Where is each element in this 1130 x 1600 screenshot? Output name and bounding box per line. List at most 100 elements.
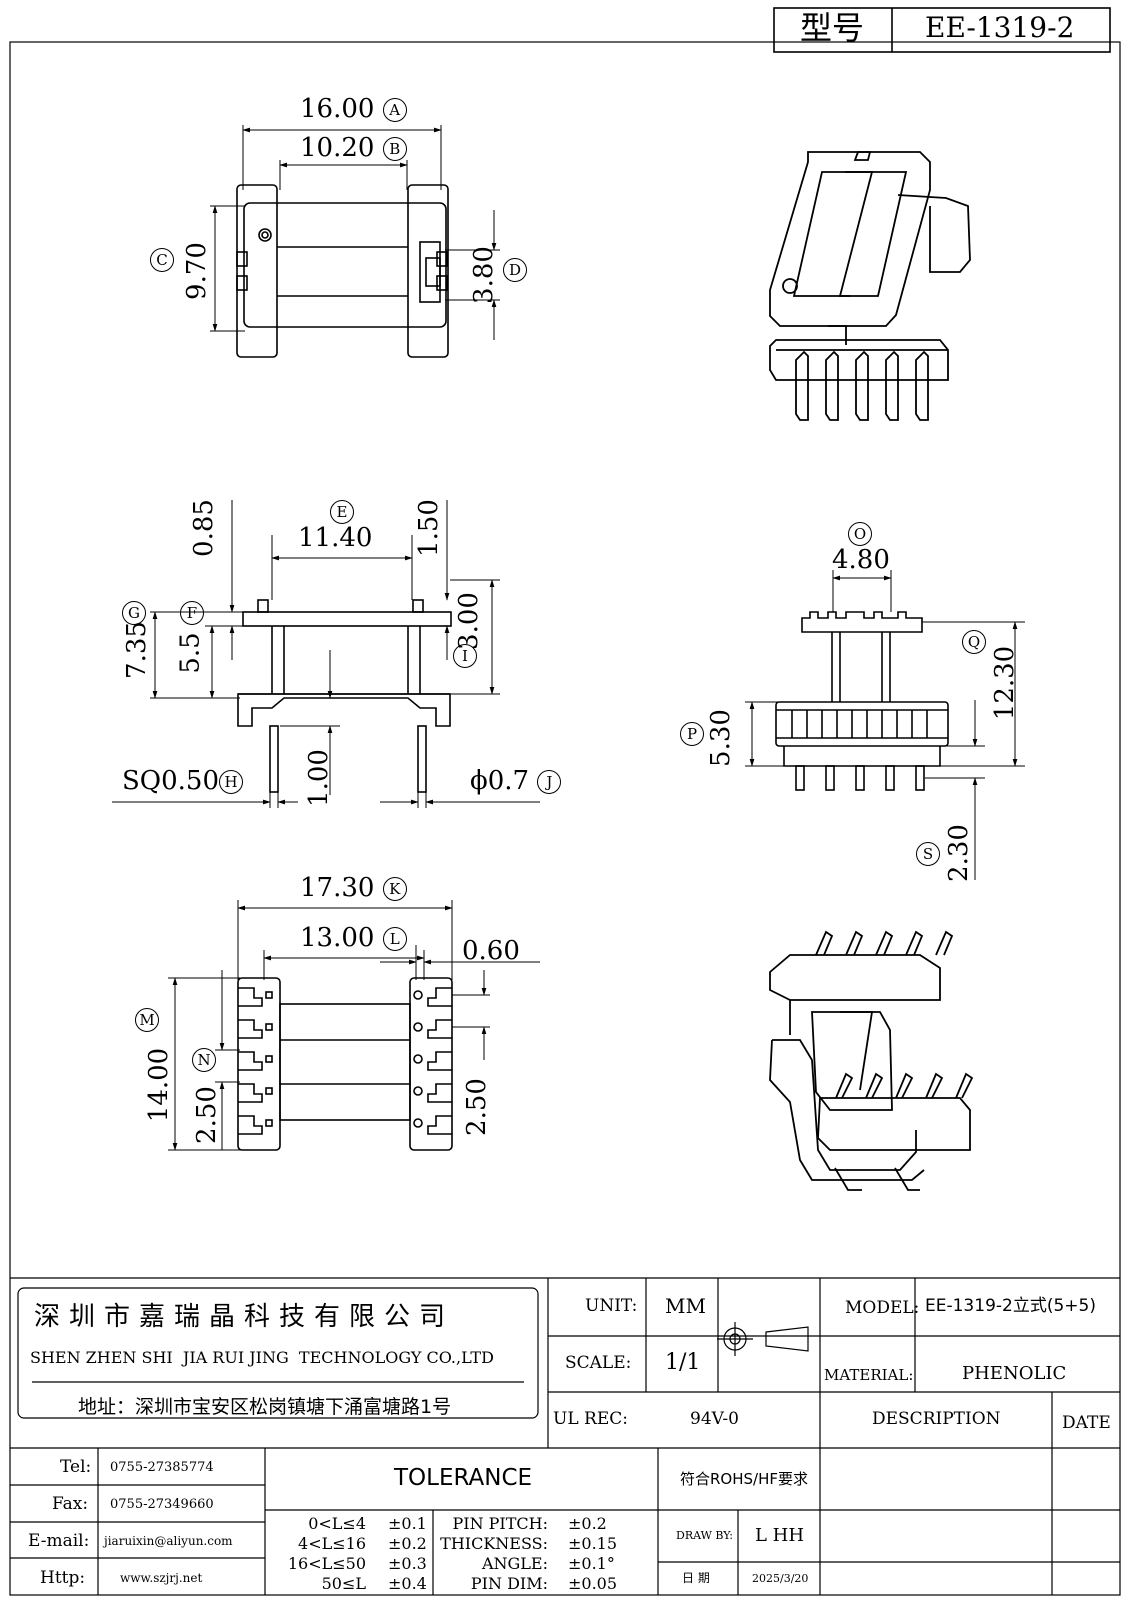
- fax-value: 0755-27349660: [110, 1497, 214, 1512]
- bottom-slot-left: [238, 1115, 263, 1135]
- bottom-pin-mark-right: [413, 1022, 423, 1032]
- tolerance-range-row: 4<L≤16±0.2: [270, 1534, 427, 1554]
- bottom-pin-mark-left: [265, 1055, 273, 1063]
- dim-S-value: 2.30: [943, 824, 974, 882]
- title-label: 型号: [800, 9, 865, 47]
- iso-top-pin: [885, 350, 899, 421]
- ul-value: 94V-0: [690, 1409, 739, 1429]
- bottom-title-block: [10, 1277, 1120, 1595]
- bottom-slot-right: [427, 1083, 452, 1103]
- dim-150: 1.50: [413, 499, 444, 557]
- iso-bottom-pin-mid: [865, 1072, 884, 1099]
- side-view: [237, 599, 452, 793]
- dim-Q-tag: Q: [962, 630, 986, 654]
- email-value: jiaruixin@aliyun.com: [104, 1534, 233, 1548]
- date-label: DATE: [1062, 1413, 1111, 1433]
- http-value: www.szjrj.net: [120, 1571, 203, 1585]
- dim-O-tag: O: [848, 522, 872, 546]
- unit-value: MM: [665, 1294, 706, 1318]
- dim-F-value: 5.5: [175, 632, 206, 674]
- rohs-note: 符合ROHS/HF要求: [680, 1470, 808, 1488]
- dim-Q-value: 12.30: [990, 645, 1021, 721]
- iso-bottom-pin-mid: [835, 1072, 854, 1099]
- company-address: 地址：深圳市宝安区松岗镇塘下涌富塘路1号: [78, 1396, 452, 1418]
- tolerance-value: ±0.1: [388, 1514, 427, 1533]
- bottom-slot-left: [238, 1051, 263, 1071]
- bottom-pin-mark-left: [265, 1023, 273, 1031]
- bottom-slot-right: [427, 987, 452, 1007]
- front-view: [775, 611, 949, 791]
- top-view: [236, 184, 449, 358]
- email-label: E-mail:: [28, 1531, 90, 1551]
- dim-250-right: 2.50: [461, 1078, 492, 1136]
- bottom-pin-mark-right: [413, 1118, 423, 1128]
- dim-M-tag: M: [135, 1008, 159, 1032]
- tolerance-other-row: ANGLE:±0.1°: [440, 1554, 617, 1574]
- dim-P-value: 5.30: [705, 709, 736, 767]
- tolerance-other-row: THICKNESS:±0.15: [440, 1534, 617, 1554]
- dim-M-value: 14.00: [144, 1047, 175, 1123]
- iso-bottom-pin-mid: [895, 1072, 914, 1099]
- bottom-pin-mark-right: [413, 1086, 423, 1096]
- dim-C-tag: C: [150, 248, 174, 272]
- company-name-en: SHEN ZHEN SHI JIA RUI JING TECHNOLOGY CO…: [30, 1348, 494, 1367]
- scale-value: 1/1: [665, 1350, 701, 1375]
- tolerance-range: 50≤L: [321, 1574, 366, 1593]
- dim-P-tag: P: [680, 722, 704, 746]
- title-block: [773, 7, 1111, 53]
- tolerance-label: ANGLE:: [481, 1554, 548, 1573]
- tolerance-range-row: 16<L≤50 ±0.3: [270, 1554, 427, 1574]
- front-pin: [915, 765, 925, 791]
- front-pin: [855, 765, 865, 791]
- scale-label: SCALE:: [565, 1353, 632, 1373]
- date-cn-label: 日 期: [682, 1571, 710, 1585]
- tolerance-value: ±0.3: [388, 1554, 427, 1573]
- date-value: 2025/3/20: [752, 1572, 809, 1585]
- iso-bottom-pin-mid: [955, 1072, 974, 1099]
- isometric-view-top: [769, 151, 971, 421]
- title-model: EE-1319-2: [925, 11, 1075, 44]
- bottom-view: [237, 977, 453, 1151]
- tolerance-other-row: PIN DIM:±0.05: [440, 1574, 617, 1594]
- drawing-frame: [9, 41, 1121, 1596]
- draw-by-label: DRAW BY:: [676, 1529, 733, 1542]
- iso-top-pin: [795, 350, 809, 421]
- dim-L: 13.00 L: [300, 925, 407, 951]
- dim-I-tag: I: [453, 644, 477, 668]
- tolerance-range-row: 50≤L ±0.4: [270, 1574, 427, 1594]
- dim-D-value: 3.80: [468, 246, 499, 304]
- ul-label: UL REC:: [553, 1409, 628, 1429]
- model-label: MODEL:: [845, 1298, 920, 1318]
- iso-bottom-pin-top: [815, 930, 834, 956]
- tolerance-range: 4<L≤16: [298, 1534, 366, 1553]
- tolerance-label: PIN PITCH:: [452, 1514, 548, 1533]
- dim-O-value: 4.80: [832, 545, 890, 575]
- tolerance-range: 16<L≤50: [287, 1554, 366, 1573]
- dim-I-value: 3.00: [453, 592, 484, 650]
- front-pin: [885, 765, 895, 791]
- tolerance-label: THICKNESS:: [440, 1534, 548, 1553]
- bottom-slot-right: [427, 1019, 452, 1039]
- iso-bottom-pin-mid: [925, 1072, 944, 1099]
- dim-S-tag: S: [916, 842, 940, 866]
- bottom-slot-left: [238, 1019, 263, 1039]
- bottom-slot-right: [427, 1051, 452, 1071]
- model-value: EE-1319-2立式(5+5): [925, 1296, 1096, 1316]
- front-pin: [795, 765, 805, 791]
- iso-bottom-pin-top: [845, 930, 864, 956]
- bottom-slot-left: [238, 987, 263, 1007]
- dim-G-value: 7.35: [121, 621, 152, 679]
- dim-B: 10.20 B: [300, 135, 407, 161]
- dim-N-tag: N: [192, 1048, 216, 1072]
- tolerance-range: 0<L≤4: [308, 1514, 366, 1533]
- iso-bottom-pin-top: [875, 930, 894, 956]
- tolerance-value: ±0.2: [568, 1514, 607, 1533]
- isometric-view-bottom: [769, 930, 974, 1191]
- bottom-pin-mark-left: [265, 991, 273, 999]
- tolerance-value: ±0.4: [388, 1574, 427, 1593]
- material-label: MATERIAL:: [824, 1366, 914, 1384]
- dim-060: 0.60: [462, 936, 520, 966]
- dim-C-value: 9.70: [181, 242, 212, 300]
